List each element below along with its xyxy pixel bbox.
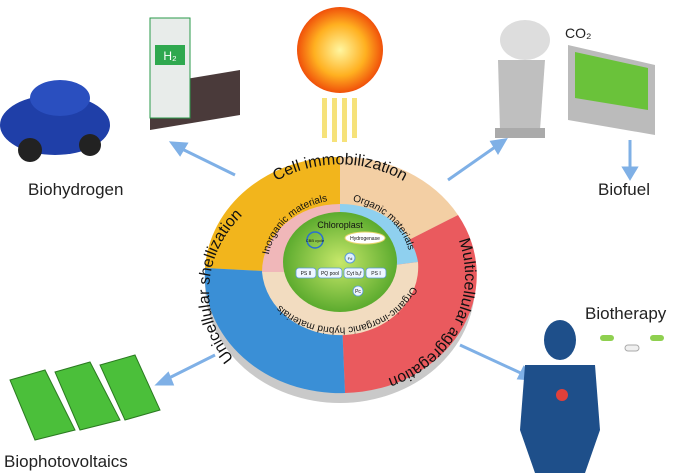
- label-biotherapy: Biotherapy: [585, 304, 667, 323]
- cbb-cycle-icon: [306, 231, 324, 249]
- hydrogenase-label: Hydrogenase: [350, 236, 380, 242]
- pq-label: PQ pool: [321, 271, 339, 277]
- capsules-icon: [600, 335, 664, 352]
- fd-label: Fd: [348, 256, 353, 261]
- h2-label: H₂: [163, 49, 177, 63]
- label-biophotovoltaics: Biophotovoltaics: [4, 452, 128, 471]
- human-body-icon: [520, 320, 600, 473]
- sun-icon: [297, 7, 383, 93]
- psii-label: PS II: [301, 271, 312, 277]
- co2-label: CO₂: [565, 25, 591, 41]
- cyt-label: Cyt b₆f: [346, 271, 362, 277]
- label-biofuel: Biofuel: [598, 180, 650, 199]
- label-biohydrogen: Biohydrogen: [28, 180, 124, 199]
- psi-label: PS I: [371, 271, 380, 277]
- central-disk: [204, 156, 477, 403]
- pc-label: Pc: [355, 289, 361, 295]
- output-arrows: [154, 138, 639, 386]
- hydrogen-car-icon: H₂: [0, 17, 240, 162]
- solar-panels-icon: [9, 354, 161, 441]
- biofuel-plant-icon: CO₂: [495, 20, 655, 138]
- sunlight-arrows-icon: [322, 98, 357, 142]
- chloroplast-title: Chloroplast: [317, 220, 363, 230]
- cbb-label: CBB cycle: [306, 238, 325, 243]
